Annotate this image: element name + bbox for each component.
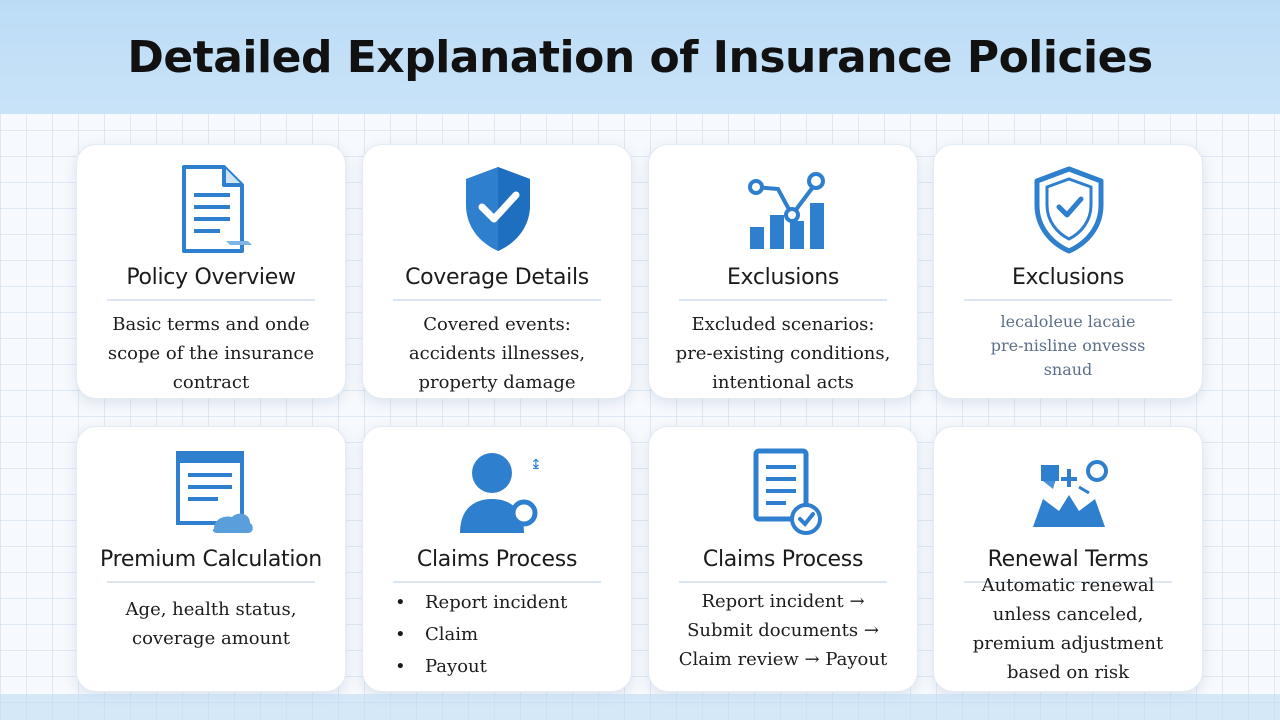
desc-line: pre-nisline onvesss	[990, 336, 1146, 355]
shield-icon	[1034, 166, 1104, 254]
list-item: Payout	[395, 651, 567, 683]
card-premium-calculation: Premium Calculation Age, health status, …	[76, 426, 346, 692]
divider	[964, 581, 1172, 583]
card-claims-process: ↨ Claims Process Report incident Claim P…	[362, 426, 632, 692]
desc-line: Basic terms and onde	[112, 314, 310, 335]
card-title: Coverage Details	[405, 265, 589, 290]
card-policy-overview: Policy Overview Basic terms and onde sco…	[76, 144, 346, 399]
desc-line: Submit documents →	[687, 620, 879, 641]
desc-line: lecaloleue lacaie	[1000, 312, 1136, 331]
card-description: Age, health status, coverage amount	[89, 595, 333, 653]
desc-line: based on risk	[1006, 662, 1130, 683]
desc-line: Excluded scenarios:	[691, 314, 875, 335]
card-renewal-terms: Renewal Terms Automatic renewal unless c…	[933, 426, 1203, 692]
divider	[107, 299, 315, 301]
card-description: Excluded scenarios: pre-existing conditi…	[661, 310, 905, 397]
card-title: Policy Overview	[126, 265, 296, 290]
shield-check-icon	[466, 167, 530, 251]
divider	[393, 299, 601, 301]
card-title: Exclusions	[726, 265, 840, 290]
desc-line: Automatic renewal	[981, 575, 1155, 596]
desc-line: Claim review → Payout	[678, 649, 888, 670]
desc-line: Age, health status,	[125, 599, 297, 620]
desc-line: property damage	[418, 372, 576, 393]
card-title: Premium Calculation	[100, 547, 322, 572]
page-title: Detailed Explanation of Insurance Polici…	[127, 31, 1153, 83]
header-banner: Detailed Explanation of Insurance Polici…	[0, 0, 1280, 114]
list-item: Claim	[395, 619, 567, 651]
card-title: Renewal Terms	[987, 547, 1149, 572]
card-claims-process-2: Claims Process Report incident → Submit …	[648, 426, 918, 692]
card-exclusions-2: Exclusions lecaloleue lacaie pre-nisline…	[933, 144, 1203, 399]
footer-band	[0, 694, 1280, 720]
card-title: Claims Process	[702, 547, 864, 572]
desc-line: Covered events:	[423, 314, 571, 335]
divider	[679, 299, 887, 301]
chart-icon	[748, 172, 825, 249]
desc-line: accidents illnesses,	[408, 343, 586, 364]
card-title: Exclusions	[1011, 265, 1125, 290]
divider	[964, 299, 1172, 301]
divider	[107, 581, 315, 583]
desc-line: premium adjustment	[972, 633, 1164, 654]
card-coverage-details: Coverage Details Covered events: acciden…	[362, 144, 632, 399]
card-exclusions: Exclusions Excluded scenarios: pre-exist…	[648, 144, 918, 399]
person-icon: ↨	[460, 453, 542, 533]
calculator-document-icon	[176, 451, 253, 533]
desc-line: pre-existing conditions,	[675, 343, 891, 364]
card-description: Automatic renewal unless canceled, premi…	[946, 571, 1190, 687]
card-description: Covered events: accidents illnesses, pro…	[375, 310, 619, 397]
desc-line: contract	[172, 372, 250, 393]
claims-steps-list: Report incident Claim Payout	[395, 587, 567, 683]
renewal-icon	[1033, 460, 1108, 527]
list-item: Report incident	[395, 587, 567, 619]
document-icon	[182, 165, 252, 253]
document-check-icon	[753, 448, 822, 535]
card-title: Claims Process	[416, 547, 578, 572]
desc-line: scope of the insurance	[107, 343, 315, 364]
desc-line: coverage amount	[131, 628, 291, 649]
desc-line: intentional acts	[712, 372, 854, 393]
divider	[393, 581, 601, 583]
desc-line: snaud	[1043, 360, 1093, 379]
desc-line: Report incident →	[701, 591, 865, 612]
card-description: Basic terms and onde scope of the insura…	[89, 310, 333, 397]
desc-line: unless canceled,	[992, 604, 1144, 625]
card-description: lecaloleue lacaie pre-nisline onvesss sn…	[946, 310, 1190, 382]
card-description: Report incident → Submit documents → Cla…	[661, 587, 905, 674]
divider	[679, 581, 887, 583]
svg-text:↨: ↨	[530, 457, 542, 473]
